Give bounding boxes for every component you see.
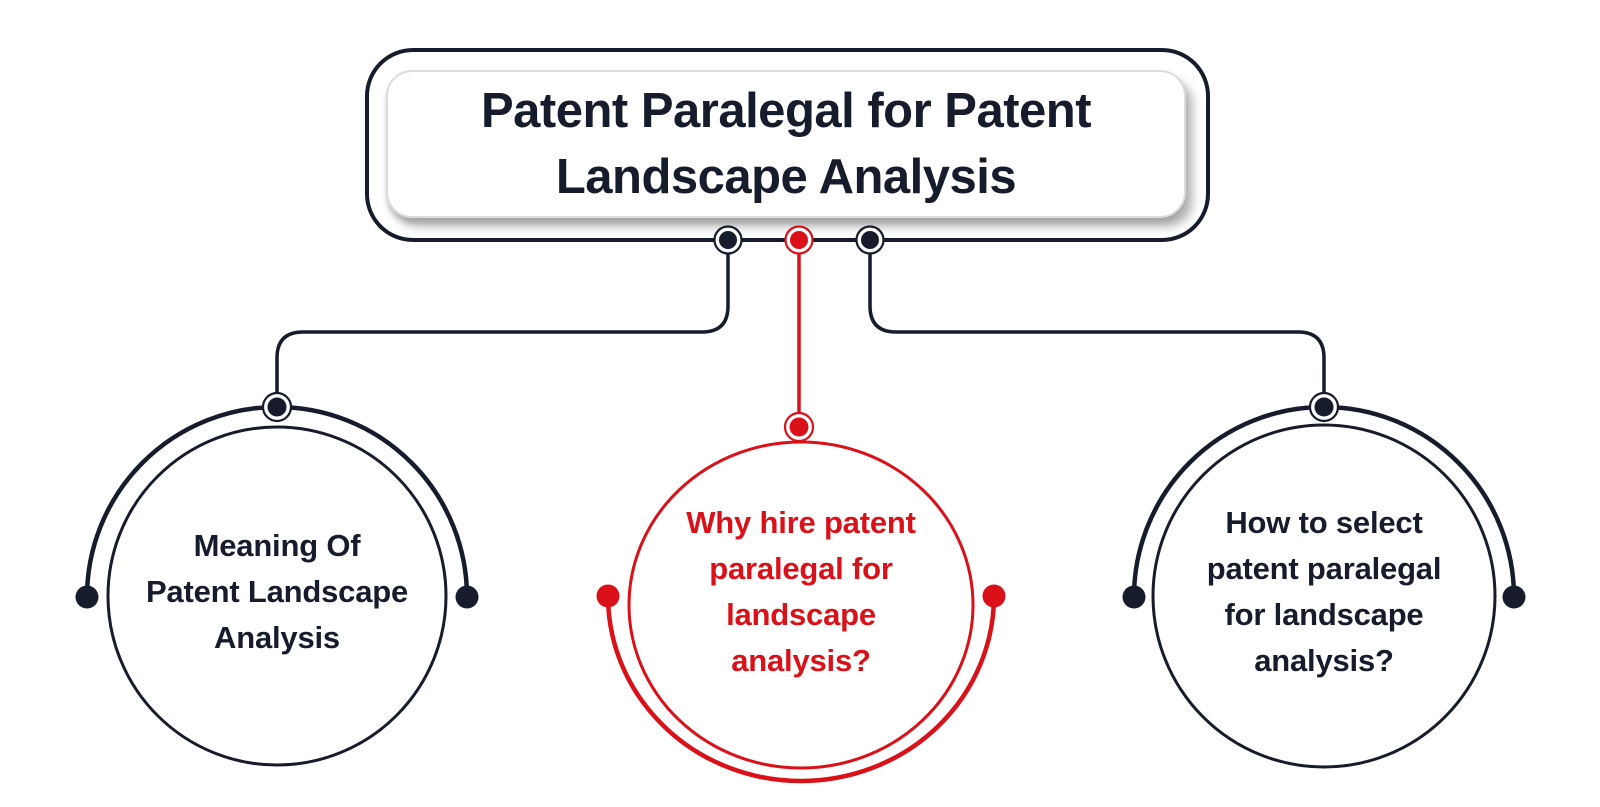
box-node-right-ring bbox=[855, 225, 885, 255]
right-label-line-1: How to select bbox=[1225, 505, 1423, 540]
middle-circle-label: Why hire patent paralegal for landscape … bbox=[621, 460, 981, 724]
middle-arc-end-dot-east bbox=[982, 584, 1006, 608]
middle-arc-end-dot-west bbox=[596, 584, 620, 608]
connector-left bbox=[275, 244, 730, 398]
title-line-1: Patent Paralegal for Patent bbox=[480, 84, 1092, 138]
ink-node-rings bbox=[261, 225, 1340, 423]
box-node-left-ring bbox=[713, 225, 743, 255]
left-label-line-3: Analysis bbox=[214, 620, 340, 655]
left-label-line-2: Patent Landscape bbox=[145, 574, 409, 609]
box-node-right-dot bbox=[861, 231, 879, 249]
middle-circle-top-node-dot bbox=[789, 417, 809, 437]
title-card: Patent Paralegal for Patent Landscape An… bbox=[386, 70, 1186, 218]
right-arc-end-dot-east bbox=[1502, 585, 1526, 609]
red-node-rings bbox=[783, 225, 815, 443]
right-label-line-3: for landscape bbox=[1224, 597, 1424, 632]
left-arc-end-dot-west bbox=[75, 585, 99, 609]
right-label-line-4: analysis? bbox=[1254, 643, 1394, 678]
connector-right bbox=[868, 244, 1326, 398]
box-node-middle-dot bbox=[790, 231, 808, 249]
right-circle-top-node-dot bbox=[1314, 397, 1334, 417]
middle-label-line-1: Why hire patent bbox=[686, 505, 916, 540]
middle-label-line-3: landscape bbox=[726, 597, 876, 632]
middle-label-line-4: analysis? bbox=[731, 643, 871, 678]
right-circle-label: How to select patent paralegal for lands… bbox=[1144, 460, 1504, 724]
right-label-line-2: patent paralegal bbox=[1206, 551, 1442, 586]
left-circle-label: Meaning Of Patent Landscape Analysis bbox=[97, 462, 457, 722]
box-node-middle-ring bbox=[784, 225, 814, 255]
left-arc-end-dot-east bbox=[455, 585, 479, 609]
right-circle-top-node-ring bbox=[1308, 391, 1340, 423]
title-line-2: Landscape Analysis bbox=[555, 150, 1017, 204]
left-circle-top-node-dot bbox=[267, 397, 287, 417]
middle-circle-top-node-ring bbox=[783, 411, 815, 443]
box-node-left-dot bbox=[719, 231, 737, 249]
middle-label-line-2: paralegal for bbox=[709, 551, 893, 586]
left-label-line-1: Meaning Of bbox=[193, 528, 361, 563]
right-arc-end-dot-west bbox=[1122, 585, 1146, 609]
left-circle-top-node-ring bbox=[261, 391, 293, 423]
